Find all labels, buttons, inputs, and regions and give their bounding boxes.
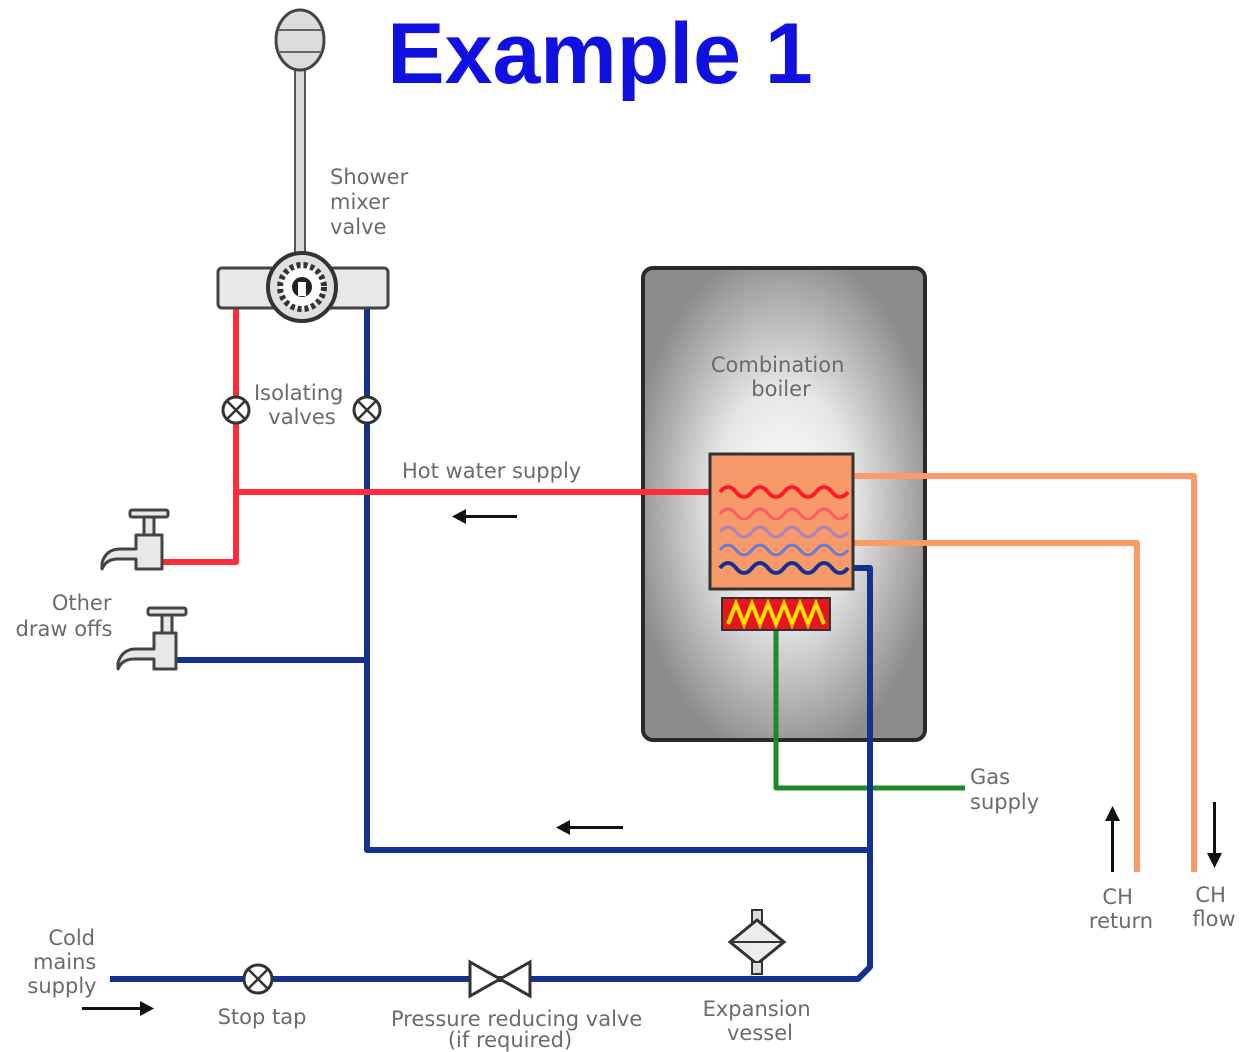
isolating-valve-icon bbox=[221, 395, 251, 425]
burner bbox=[721, 597, 831, 631]
flow-arrow-icon bbox=[1105, 806, 1120, 872]
pressure-reducing-valve-icon bbox=[468, 959, 532, 999]
flow-arrow-icon bbox=[556, 820, 623, 835]
cold-branch-pipe bbox=[364, 305, 870, 853]
pipework bbox=[110, 305, 1197, 982]
hot-supply-pipe bbox=[160, 305, 239, 565]
mixer-valve-icon bbox=[216, 251, 390, 323]
expansion-vessel-icon bbox=[727, 909, 787, 975]
flow-arrow-icon bbox=[1207, 802, 1222, 868]
hot-water-supply-label: Hot water supply bbox=[402, 459, 581, 483]
isolating-valves-label: Isolating valves bbox=[254, 381, 350, 429]
gas-pipe bbox=[773, 630, 965, 791]
tap-icon bbox=[100, 508, 170, 571]
combination-boiler-label: Combination boiler bbox=[711, 353, 851, 401]
other-draw-offs-label: Other draw offs bbox=[16, 591, 119, 641]
ch-flow-pipe bbox=[852, 473, 1197, 872]
heat-exchanger bbox=[708, 452, 855, 591]
pressure-reducing-valve-label: Pressure reducing valve (if required) bbox=[391, 1007, 649, 1052]
isolating-valve-icon bbox=[352, 395, 382, 425]
ch-return-pipe bbox=[852, 540, 1140, 872]
expansion-vessel-label: Expansion vessel bbox=[703, 997, 818, 1045]
cold-mains-pipe bbox=[110, 565, 873, 982]
flow-arrow-icon bbox=[82, 1001, 154, 1016]
shower-head-icon bbox=[274, 8, 326, 256]
shower-mixer-valve-label: Shower mixer valve bbox=[330, 165, 415, 239]
stop-tap-icon bbox=[242, 963, 274, 995]
ch-return-label: CH return bbox=[1089, 885, 1153, 933]
tap-icon bbox=[116, 606, 188, 671]
page-title: Example 1 bbox=[387, 6, 812, 102]
flow-arrow-icon bbox=[452, 509, 517, 524]
gas-supply-label: Gas supply bbox=[970, 765, 1039, 814]
ch-flow-label: CH flow bbox=[1192, 883, 1235, 931]
stop-tap-label: Stop tap bbox=[218, 1005, 307, 1029]
cold-mains-supply-label: Cold mains supply bbox=[27, 926, 103, 998]
